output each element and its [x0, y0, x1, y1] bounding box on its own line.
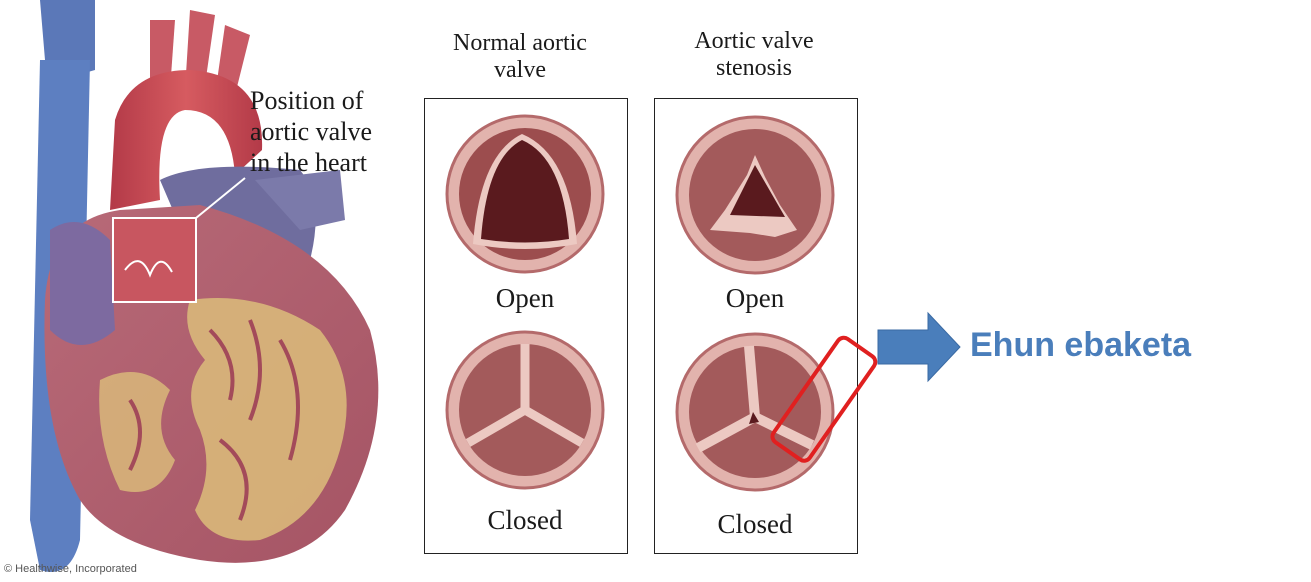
stenosis-open-valve [677, 117, 833, 273]
stenosis-closed-label: Closed [695, 509, 815, 540]
normal-closed-label: Closed [465, 505, 585, 536]
normal-open-label: Open [465, 283, 585, 314]
normal-closed-valve [447, 332, 603, 488]
stenosis-open-label: Open [695, 283, 815, 314]
callout-text: Ehun ebaketa [970, 326, 1191, 365]
normal-open-valve [447, 116, 603, 272]
stenosis-closed-valve [677, 334, 833, 490]
right-arrow-icon [878, 313, 960, 381]
